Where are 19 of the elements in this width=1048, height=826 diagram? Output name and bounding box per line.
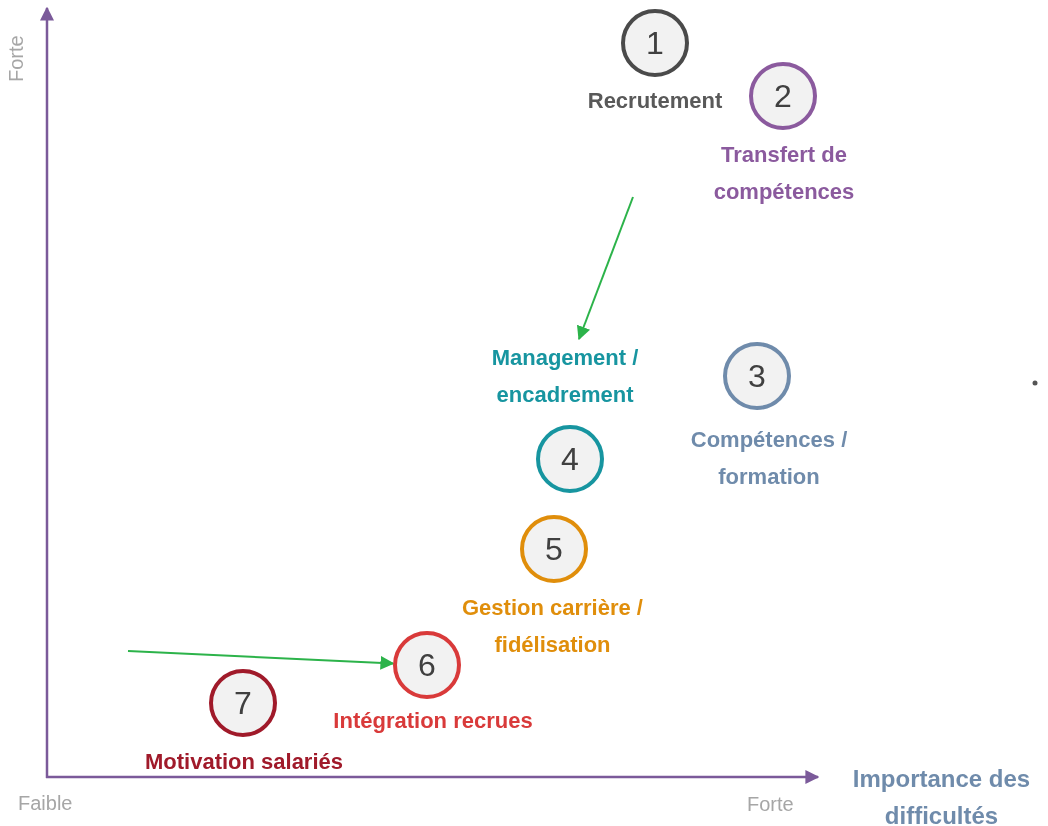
category-label: Motivation salariés: [110, 743, 378, 780]
category-label: Intégration recrues: [305, 702, 561, 739]
x-axis-end-label: Forte: [747, 793, 794, 816]
numbered-circle: 3: [723, 342, 791, 410]
category-label: Management / encadrement: [465, 339, 665, 413]
y-axis-end-label: Forte: [5, 35, 28, 82]
numbered-circle: 4: [536, 425, 604, 493]
x-axis-start-label: Faible: [18, 792, 73, 815]
numbered-circle: 7: [209, 669, 277, 737]
category-label: Compétences / formation: [665, 421, 873, 495]
category-label: Recrutement: [570, 82, 740, 119]
numbered-circle: 2: [749, 62, 817, 130]
x-axis-title: Importance des difficultés: [851, 764, 1032, 826]
numbered-circle: 5: [520, 515, 588, 583]
numbered-circle: 6: [393, 631, 461, 699]
arrow: [127, 650, 395, 670]
numbered-circle: 1: [621, 9, 689, 77]
category-label: Transfert de compétences: [690, 136, 878, 210]
arrow: [577, 196, 634, 341]
